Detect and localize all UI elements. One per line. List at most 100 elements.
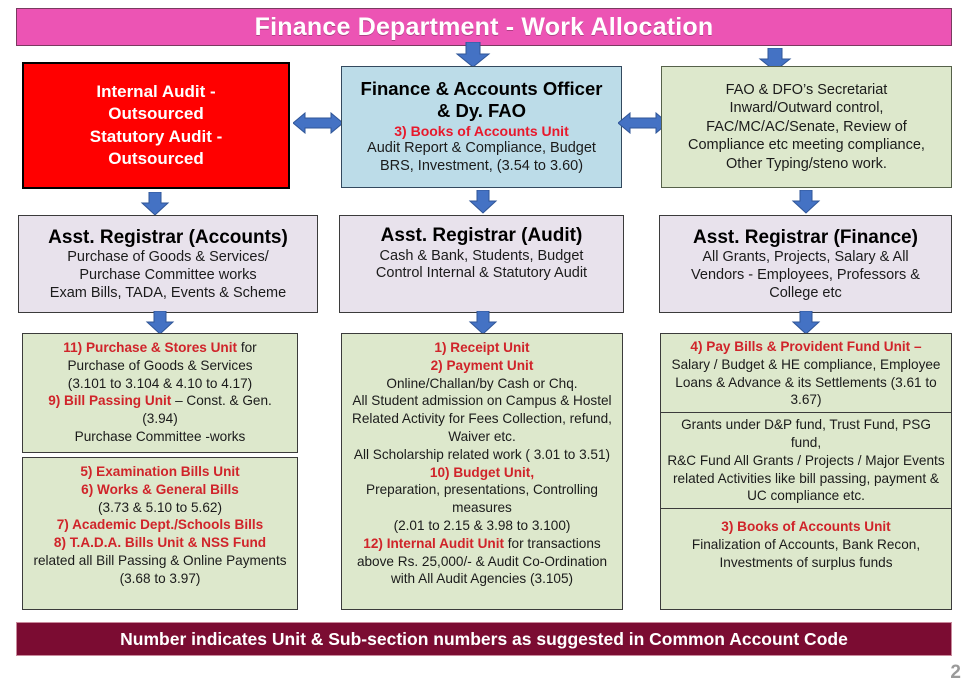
finance-bottom-text-2: Finalization of Accounts, Bank Recon, — [691, 536, 921, 552]
accounts-top-text-2: Purchase of Goods & Services — [67, 357, 253, 373]
audit-units-unit-label-8: 10) Budget Unit, — [429, 464, 535, 480]
arrow-down-icon-to-secretariat — [758, 48, 792, 72]
accounts-top-unit-label-1: 11) Purchase & Stores Unit — [63, 340, 241, 355]
finance-top-line-1: 4) Pay Bills & Provident Fund Unit – — [666, 338, 946, 356]
officer-body-line-2: BRS, Investment, (3.54 to 3.60) — [379, 157, 584, 174]
audit-units-line-7: All Scholarship related work ( 3.01 to 3… — [348, 446, 616, 464]
officer-heading-line-1: Finance & Accounts Officer — [360, 78, 603, 100]
audit-units-unit-label-12: 12) Internal Audit Unit — [363, 535, 508, 551]
audit-units-unit-label-2: 2) Payment Unit — [430, 357, 534, 373]
audit-line-4: Outsourced — [108, 148, 204, 168]
arrow-left-right-icon-audit-to-officer — [293, 112, 343, 134]
audit-line-2: Outsourced — [108, 104, 204, 124]
finance-mid-line-3: related Activities like bill passing, pa… — [666, 470, 946, 488]
accounts-bottom-unit-label-1: 5) Examination Bills Unit — [80, 464, 240, 479]
arrow-down-icon-finance-to-units — [791, 311, 821, 335]
accounts-bottom-line-6: related all Bill Passing & Online Paymen… — [29, 552, 291, 570]
accounts-bottom-line-3: (3.73 & 5.10 to 5.62) — [29, 499, 291, 517]
audit-units-line-6: Waiver etc. — [348, 428, 616, 446]
audit-units-line-13: above Rs. 25,000/- & Audit Co-Ordination — [348, 553, 616, 571]
audit-units-line-5: Related Activity for Fees Collection, re… — [348, 410, 616, 428]
accounts-units-bottom-list: 5) Examination Bills Unit 6) Works & Gene… — [23, 458, 297, 609]
arrow-left-right-icon-officer-to-secretariat — [618, 112, 668, 134]
finance-bottom-text-3: Investments of surplus funds — [719, 554, 893, 570]
finance-bottom-line-3: Investments of surplus funds — [666, 554, 946, 572]
asst-registrar-finance-box[interactable]: Asst. Registrar (Finance) All Grants, Pr… — [659, 215, 952, 313]
officer-unit-label: 3) Books of Accounts Unit — [394, 123, 569, 140]
finance-top-line-3: Loans & Advance & its Settlements (3.61 … — [666, 374, 946, 392]
registrar-accounts-line-2: Purchase Committee works — [79, 267, 257, 284]
accounts-bottom-line-7: (3.68 to 3.97) — [29, 570, 291, 588]
finance-accounts-officer-box[interactable]: Finance & Accounts Officer & Dy. FAO 3) … — [341, 66, 622, 188]
page-title-banner: Finance Department - Work Allocation — [16, 8, 952, 46]
finance-mid-text-1: Grants under D&P fund, Trust Fund, PSG f… — [681, 417, 931, 450]
arrow-down-icon-to-registrar-audit — [468, 190, 498, 214]
audit-units-line-2: 2) Payment Unit — [348, 357, 616, 375]
registrar-audit-line-2: Control Internal & Statutory Audit — [375, 265, 588, 282]
audit-units-line-14: with All Audit Agencies (3.105) — [348, 570, 616, 588]
registrar-accounts-heading: Asst. Registrar (Accounts) — [48, 226, 288, 248]
registrar-audit-heading: Asst. Registrar (Audit) — [380, 225, 583, 246]
accounts-top-line-1: 11) Purchase & Stores Unit for — [29, 339, 291, 357]
officer-body-line-1: Audit Report & Compliance, Budget — [367, 139, 596, 156]
fao-dfo-secretariat-box[interactable]: FAO & DFO’s Secretariat Inward/Outward c… — [661, 66, 952, 188]
arrow-down-icon-to-registrar-finance — [791, 190, 821, 214]
audit-units-line-12: 12) Internal Audit Unit for transactions — [348, 535, 616, 553]
footer-note: Number indicates Unit & Sub-section numb… — [120, 628, 848, 649]
finance-top-text-2: Salary / Budget & HE compliance, Employe… — [671, 356, 941, 372]
accounts-top-text-4: – Const. & Gen. (3.94) — [142, 393, 272, 427]
asst-registrar-audit-box[interactable]: Asst. Registrar (Audit) Cash & Bank, Stu… — [339, 215, 624, 313]
audit-units-text-6: Waiver etc. — [448, 428, 516, 444]
accounts-top-text-5: Purchase Committee -works — [74, 428, 246, 444]
accounts-bottom-text-3: (3.73 & 5.10 to 5.62) — [98, 499, 222, 515]
registrar-accounts-line-1: Purchase of Goods & Services/ — [67, 249, 269, 266]
accounts-top-line-5: Purchase Committee -works — [29, 428, 291, 446]
audit-units-line-11: (2.01 to 2.15 & 3.98 to 3.100) — [348, 517, 616, 535]
accounts-top-line-3: (3.101 to 3.104 & 4.10 to 4.17) — [29, 375, 291, 393]
internal-statutory-audit-box[interactable]: Internal Audit - Outsourced Statutory Au… — [22, 62, 290, 189]
arrow-down-icon-title-to-officer — [455, 42, 491, 68]
audit-units-text-13: above Rs. 25,000/- & Audit Co-Ordination — [356, 553, 608, 569]
finance-mid-text-2: R&C Fund All Grants / Projects / Major E… — [667, 452, 945, 468]
audit-units-line-8: 10) Budget Unit, — [348, 464, 616, 482]
registrar-accounts-line-3: Exam Bills, TADA, Events & Scheme — [49, 284, 287, 301]
finance-units-mid-list: Grants under D&P fund, Trust Fund, PSG f… — [661, 413, 951, 510]
accounts-bottom-unit-label-4: 7) Academic Dept./Schools Bills — [56, 517, 264, 533]
accounts-bottom-line-4: 7) Academic Dept./Schools Bills — [29, 516, 291, 534]
accounts-bottom-unit-label-2: 6) Works & General Bills — [81, 481, 239, 497]
audit-units-text-12: for transactions — [507, 535, 601, 551]
accounts-bottom-text-6: related all Bill Passing & Online Paymen… — [33, 552, 287, 568]
registrar-finance-line-3: College etc — [769, 284, 842, 301]
accounts-top-text-3: (3.101 to 3.104 & 4.10 to 4.17) — [67, 375, 253, 391]
audit-units-line-4: All Student admission on Campus & Hostel — [348, 392, 616, 410]
secretariat-line-1: FAO & DFO’s Secretariat — [725, 81, 888, 98]
finance-top-line-4: 3.67) — [666, 391, 946, 409]
asst-registrar-accounts-box[interactable]: Asst. Registrar (Accounts) Purchase of G… — [18, 215, 318, 313]
finance-units-box[interactable]: 4) Pay Bills & Provident Fund Unit – Sala… — [660, 333, 952, 610]
finance-top-text-4: 3.67) — [790, 392, 822, 408]
accounts-bottom-line-1: 5) Examination Bills Unit — [29, 463, 291, 481]
audit-units-text-9: Preparation, presentations, Controlling — [366, 482, 598, 498]
audit-units-text-11: (2.01 to 2.15 & 3.98 to 3.100) — [393, 517, 571, 533]
finance-top-text-3: Loans & Advance & its Settlements (3.61 … — [675, 374, 937, 390]
audit-units-line-10: measures — [348, 499, 616, 517]
accounts-bottom-text-7: (3.68 to 3.97) — [119, 570, 201, 586]
finance-top-unit-label-1: 4) Pay Bills & Provident Fund Unit – — [690, 339, 922, 354]
audit-units-text-4: All Student admission on Campus & Hostel — [352, 393, 612, 409]
audit-units-line-9: Preparation, presentations, Controlling — [348, 481, 616, 499]
secretariat-line-2: Inward/Outward control, — [729, 100, 884, 117]
accounts-top-text-1: for — [240, 340, 257, 355]
audit-units-text-7: All Scholarship related work ( 3.01 to 3… — [353, 446, 611, 462]
audit-units-text-14: with All Audit Agencies (3.105) — [390, 571, 574, 587]
footer-note-banner: Number indicates Unit & Sub-section numb… — [16, 622, 952, 656]
officer-heading-line-2: & Dy. FAO — [436, 99, 527, 121]
accounts-units-bottom-box[interactable]: 5) Examination Bills Unit 6) Works & Gene… — [22, 457, 298, 610]
arrow-down-icon-audit-to-units — [468, 311, 498, 335]
registrar-finance-line-1: All Grants, Projects, Salary & All — [702, 249, 909, 266]
